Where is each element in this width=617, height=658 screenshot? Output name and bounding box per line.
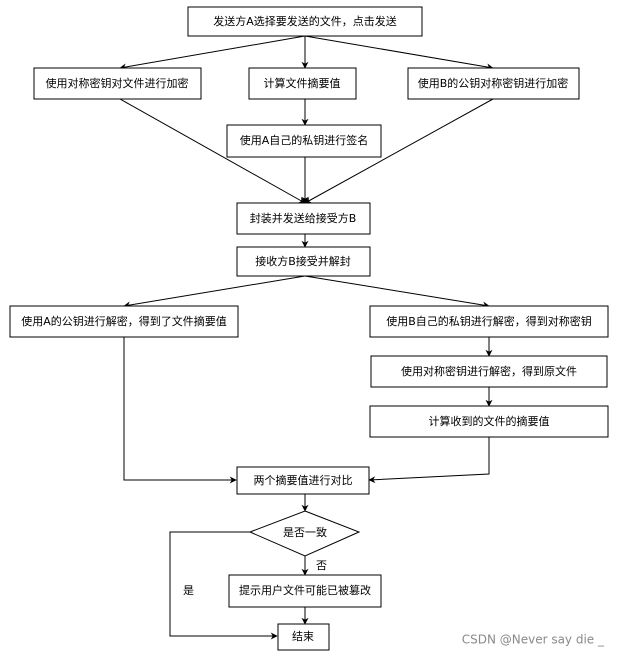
node-end: 结束	[277, 623, 330, 651]
node-receive-unpack-label: 接收方B接受并解封	[255, 254, 351, 268]
node-decrypt-with-b-private-label: 使用B自己的私钥进行解密，得到对称密钥	[386, 314, 592, 328]
node-start: 发送方A选择要发送的文件，点击发送	[187, 6, 423, 37]
node-alert-tampered: 提示用户文件可能已被篡改	[228, 574, 382, 608]
node-compute-digest-label: 计算文件摘要值	[264, 76, 341, 90]
edge-receive-to-a-public	[123, 275, 306, 309]
edge-b-public-to-package	[304, 98, 494, 204]
node-alert-tampered-label: 提示用户文件可能已被篡改	[239, 583, 371, 597]
node-start-label: 发送方A选择要发送的文件，点击发送	[213, 14, 397, 28]
node-receive-unpack: 接收方B接受并解封	[236, 246, 371, 277]
node-package-send: 封装并发送给接受方B	[236, 202, 371, 235]
node-encrypt-key-with-b-public: 使用B的公钥对称密钥进行加密	[407, 67, 580, 100]
edge-start-to-b-public	[304, 35, 494, 71]
node-sign-with-a-private-label: 使用A自己的私钥进行签名	[240, 133, 369, 147]
node-compare-digests-label: 两个摘要值进行对比	[254, 473, 353, 487]
node-sign-with-a-private: 使用A自己的私钥进行签名	[226, 124, 382, 158]
node-decrypt-with-sym-key: 使用对称密钥进行解密，得到原文件	[370, 355, 608, 388]
node-encrypt-key-with-b-public-label: 使用B的公钥对称密钥进行加密	[418, 76, 569, 90]
edge-receive-to-b-private	[304, 275, 490, 309]
node-compute-digest: 计算文件摘要值	[248, 67, 357, 100]
watermark: CSDN @Never say die _	[462, 633, 605, 647]
edge-sym-encrypt-to-package	[119, 98, 306, 204]
node-sym-encrypt-file: 使用对称密钥对文件进行加密	[33, 67, 202, 100]
edges	[119, 35, 494, 640]
edge-decision-yes	[169, 531, 278, 640]
edge-label-yes: 是	[183, 584, 194, 597]
edge-start-to-sym-encrypt	[119, 35, 306, 71]
node-sym-encrypt-file-label: 使用对称密钥对文件进行加密	[46, 76, 189, 90]
edge-a-public-to-compare	[123, 337, 237, 484]
node-compare-digests: 两个摘要值进行对比	[236, 466, 370, 495]
edge-label-no: 否	[316, 559, 327, 572]
node-end-label: 结束	[292, 630, 314, 643]
node-decrypt-with-a-public: 使用A的公钥进行解密，得到了文件摘要值	[9, 305, 239, 338]
node-is-consistent-label: 是否一致	[283, 525, 327, 539]
node-is-consistent-decision: 是否一致	[248, 510, 361, 557]
node-decrypt-with-sym-key-label: 使用对称密钥进行解密，得到原文件	[401, 364, 577, 378]
edge-received-digest-to-compare	[368, 437, 490, 484]
node-package-send-label: 封装并发送给接受方B	[250, 211, 357, 225]
node-compute-received-digest-label: 计算收到的文件的摘要值	[429, 414, 550, 428]
node-decrypt-with-a-public-label: 使用A的公钥进行解密，得到了文件摘要值	[21, 314, 227, 328]
node-decrypt-with-b-private: 使用B自己的私钥进行解密，得到对称密钥	[369, 305, 609, 338]
node-compute-received-digest: 计算收到的文件的摘要值	[369, 405, 609, 438]
